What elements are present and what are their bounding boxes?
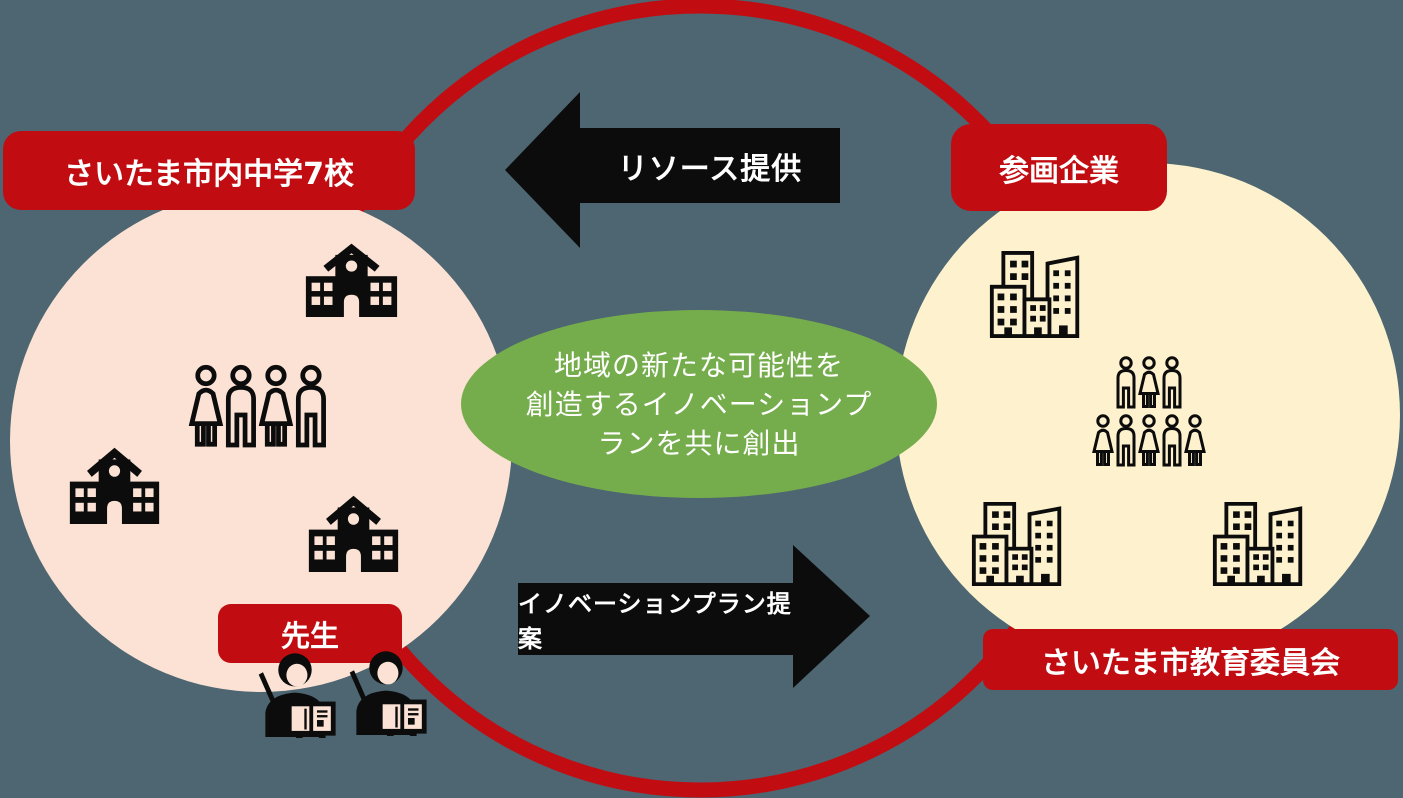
teacher-icon — [252, 650, 338, 738]
teachers-badge-label: 先生 — [280, 618, 339, 653]
resource-arrow-label: リソース提供 — [617, 151, 803, 187]
shared-goal-line-2: 創造するイノベーションプ — [525, 387, 873, 421]
teacher-icon — [343, 648, 429, 736]
office-buildings-icon — [989, 251, 1080, 338]
resource-arrow: リソース提供 — [505, 92, 840, 248]
people-group-icon — [1092, 356, 1206, 467]
shared-goal-ellipse: 地域の新たな可能性を 創造するイノベーションプ ランを共に創出 — [461, 310, 937, 498]
schools-badge-label: さいたま市内中学7校 — [64, 156, 354, 192]
school-icon — [68, 445, 161, 524]
board-of-education-badge: さいたま市教育委員会 — [983, 629, 1398, 690]
board-of-education-badge-label: さいたま市教育委員会 — [1040, 645, 1341, 681]
teachers-badge: 先生 — [218, 604, 402, 663]
proposal-arrow: イノベーションプラン提案 — [518, 545, 870, 688]
left-arrow-shape — [505, 92, 840, 248]
shared-goal-text: 地域の新たな可能性を 創造するイノベーションプ ランを共に創出 — [526, 346, 873, 463]
right-arrow-shape — [518, 545, 870, 688]
office-buildings-icon — [971, 501, 1062, 587]
schools-badge: さいたま市内中学7校 — [3, 131, 415, 210]
companies-badge-label: 参画企業 — [999, 153, 1119, 189]
school-icon — [304, 241, 399, 317]
companies-badge: 参画企業 — [951, 124, 1167, 211]
school-icon — [307, 493, 400, 572]
students-group-icon — [189, 365, 335, 450]
proposal-arrow-label: イノベーションプラン提案 — [518, 590, 792, 653]
shared-goal-line-3: ランを共に創出 — [597, 426, 801, 460]
office-buildings-icon — [1212, 501, 1303, 587]
shared-goal-line-1: 地域の新たな可能性を — [553, 348, 844, 382]
